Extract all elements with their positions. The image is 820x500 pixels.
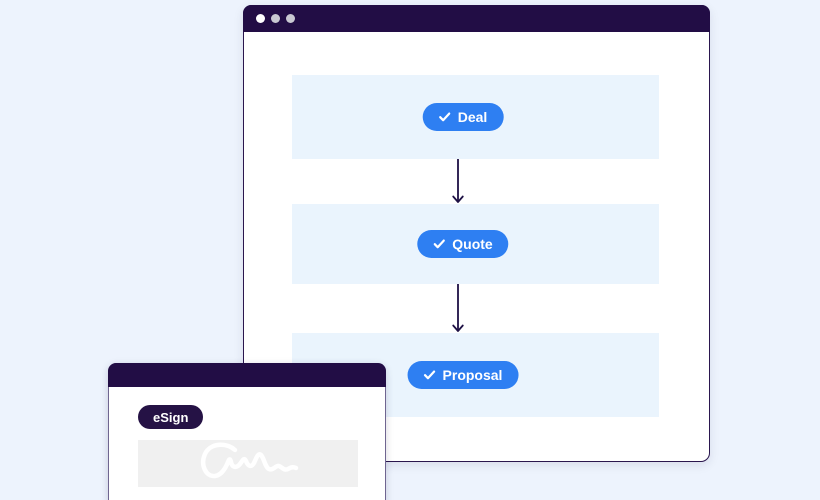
proposal-button-label: Proposal [442, 367, 503, 383]
check-icon [433, 239, 445, 249]
deal-button[interactable]: Deal [422, 103, 504, 131]
window-dot-icon[interactable] [255, 13, 265, 23]
window-titlebar [242, 4, 710, 32]
arrow-down-icon [452, 159, 464, 203]
proposal-button[interactable]: Proposal [407, 361, 519, 389]
deal-button-label: Deal [457, 109, 488, 125]
quote-button[interactable]: Quote [417, 230, 509, 258]
step-row-deal: Deal [292, 75, 659, 159]
check-icon [423, 370, 436, 380]
signature-field[interactable] [138, 440, 358, 487]
check-icon [439, 112, 451, 122]
window-titlebar [108, 363, 386, 387]
signature-scribble-icon [200, 442, 299, 479]
step-row-quote: Quote [292, 204, 659, 284]
window-dot-icon[interactable] [285, 13, 295, 23]
esign-badge[interactable]: eSign [138, 405, 204, 429]
window-dot-icon[interactable] [270, 13, 280, 23]
arrow-down-icon [452, 284, 464, 332]
esign-browser-window: eSign [108, 363, 386, 500]
esign-badge-label: eSign [153, 409, 189, 425]
quote-button-label: Quote [452, 236, 493, 252]
